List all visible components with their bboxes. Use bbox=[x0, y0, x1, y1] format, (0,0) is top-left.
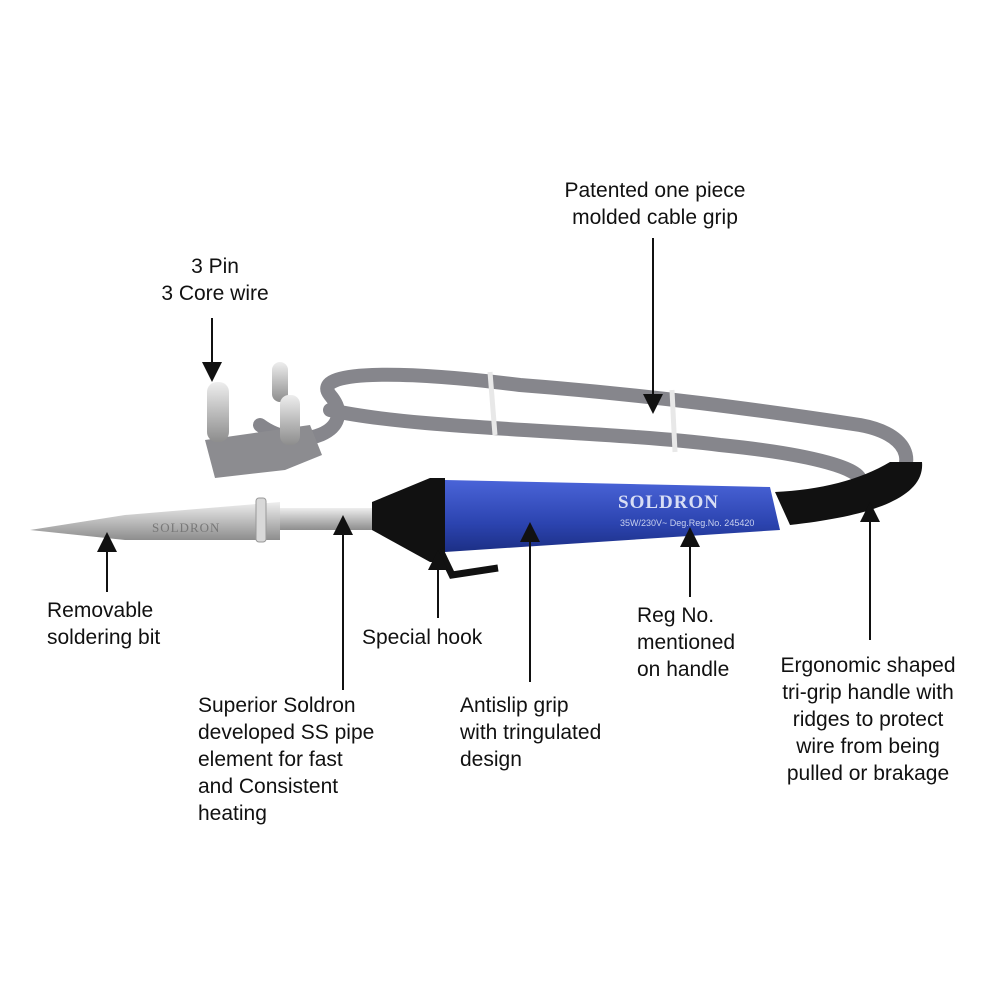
label-line: Removable bbox=[47, 599, 154, 622]
cable-tie-2 bbox=[669, 389, 678, 453]
label-line: Ergonomic shaped bbox=[780, 654, 956, 677]
label-line: Special hook bbox=[362, 626, 483, 649]
label-line: developed SS pipe bbox=[198, 721, 375, 744]
bit-brand: SOLDRON bbox=[152, 520, 221, 535]
label-line: Antislip grip bbox=[460, 694, 569, 717]
label-element: Superior Soldron developed SS pipe eleme… bbox=[198, 692, 374, 827]
label-plug: 3 Pin 3 Core wire bbox=[130, 253, 300, 307]
label-line: Patented one piece bbox=[564, 179, 746, 202]
label-line: 3 Core wire bbox=[161, 282, 269, 305]
handle-reg-text: 35W/230V~ Deg.Reg.No. 245420 bbox=[620, 518, 755, 528]
label-line: pulled or brakage bbox=[786, 762, 950, 785]
label-grip: Antislip grip with tringulated design bbox=[460, 692, 601, 773]
label-hook: Special hook bbox=[362, 624, 482, 651]
handle-nose bbox=[372, 478, 445, 562]
label-line: 3 Pin bbox=[191, 255, 239, 278]
label-handle: Ergonomic shaped tri-grip handle with ri… bbox=[758, 652, 978, 787]
collar bbox=[255, 497, 267, 543]
label-line: Reg No. bbox=[637, 604, 715, 627]
label-line: Superior Soldron bbox=[198, 694, 356, 717]
label-line: tri-grip handle with bbox=[782, 681, 954, 704]
label-line: ridges to protect bbox=[792, 708, 944, 731]
label-line: design bbox=[460, 748, 522, 771]
cable-tie-1 bbox=[487, 371, 498, 436]
label-cable-grip: Patented one piece molded cable grip bbox=[540, 177, 770, 231]
label-line: mentioned bbox=[637, 631, 736, 654]
handle-brand: SOLDRON bbox=[618, 492, 719, 513]
label-line: element for fast bbox=[198, 748, 343, 771]
label-line: soldering bit bbox=[47, 626, 161, 649]
plug bbox=[205, 362, 322, 478]
label-line: heating bbox=[198, 802, 267, 825]
label-reg: Reg No. mentioned on handle bbox=[637, 602, 735, 683]
label-line: wire from being bbox=[796, 735, 940, 758]
label-line: molded cable grip bbox=[572, 206, 738, 229]
label-line: with tringulated bbox=[460, 721, 602, 744]
strain-relief bbox=[775, 462, 923, 525]
label-bit: Removable soldering bit bbox=[47, 597, 160, 651]
label-line: and Consistent bbox=[198, 775, 339, 798]
label-line: on handle bbox=[637, 658, 730, 681]
soldering-bit bbox=[30, 502, 280, 540]
